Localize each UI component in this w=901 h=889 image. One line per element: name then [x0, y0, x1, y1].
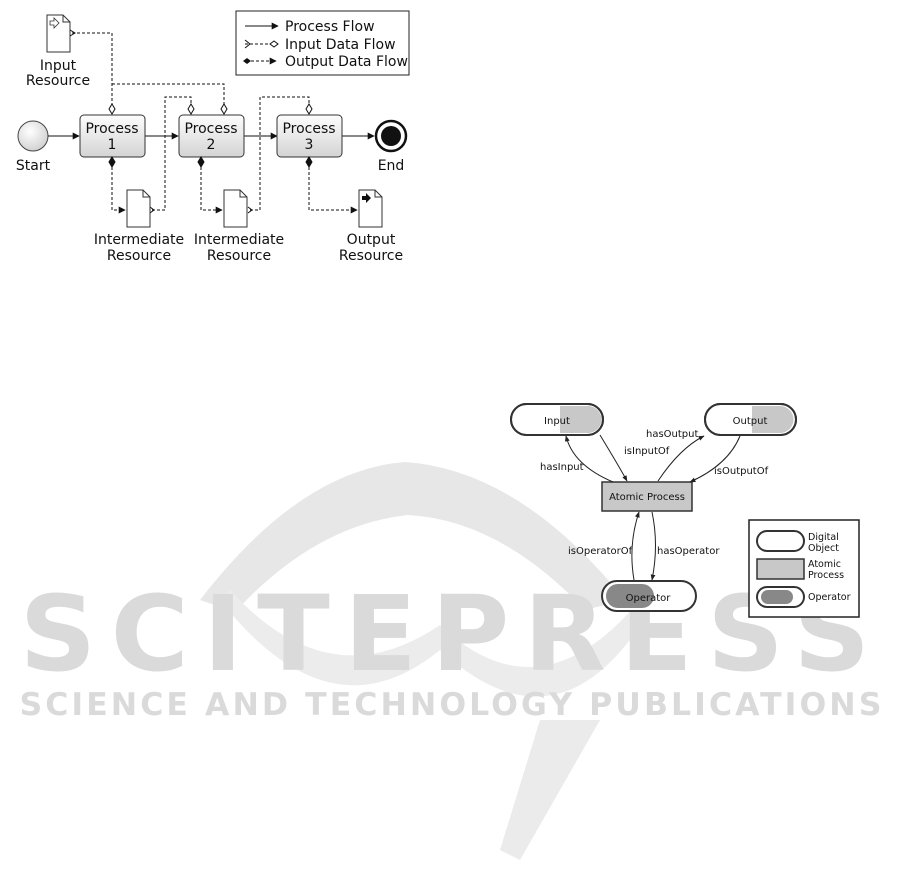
edge-has-input — [564, 435, 614, 483]
process-1-label-line1: Process — [85, 121, 138, 137]
input-resource-label-line1: Input — [40, 58, 77, 74]
output-resource-document-icon — [358, 189, 383, 228]
legend-digital-object-label-line1: Digital — [808, 532, 839, 543]
legend-output-data-flow-label: Output Data Flow — [285, 54, 408, 70]
watermark: SCITEPRESS SCIENCE AND TECHNOLOGY PUBLIC… — [20, 462, 885, 860]
has-input-label: hasInput — [540, 462, 584, 473]
legend-atomic-process-label-line1: Atomic — [808, 559, 841, 570]
process-2: Process 2 — [178, 114, 245, 158]
edge-is-operator-of — [631, 511, 640, 581]
atomic-process-node-label: Atomic Process — [609, 492, 685, 503]
intermediate-resource-2-document-icon — [223, 189, 248, 228]
legend-atomic-process-swatch — [756, 558, 805, 580]
edge-is-input-of — [599, 434, 628, 482]
process-2-label-line1: Process — [184, 121, 237, 137]
intermediate-resource-1-document-icon — [126, 189, 151, 228]
legend-digital-object-label-line2: Object — [808, 543, 839, 554]
is-input-of-label: isInputOf — [624, 446, 670, 457]
has-output-label: hasOutput — [646, 429, 698, 440]
ontology-legend: Digital Object Atomic Process Operator — [748, 519, 860, 618]
intermediate-resource-2-label-line1: Intermediate — [194, 232, 284, 248]
ontology-edges — [564, 434, 741, 581]
watermark-subtitle: SCIENCE AND TECHNOLOGY PUBLICATIONS — [20, 687, 885, 723]
legend-operator-label: Operator — [808, 592, 851, 603]
edge-is-output-of — [689, 435, 741, 483]
intermediate-input-flows — [149, 96, 313, 214]
workflow-diagram: Process Flow Input Data Flow Output Data… — [16, 10, 410, 264]
edge-has-output — [657, 435, 705, 482]
output-node-label: Output — [733, 416, 768, 427]
input-node-label: Input — [544, 416, 570, 427]
ontology-diagram: Input Output Atomic Process Operator — [510, 403, 860, 618]
watermark-logo-shape — [200, 462, 625, 612]
intermediate-resource-1-label-line2: Resource — [107, 248, 171, 264]
input-node: Input — [510, 403, 604, 436]
watermark-logo-swoosh — [220, 590, 650, 697]
operator-node-label: Operator — [626, 593, 672, 604]
legend-input-data-flow-label: Input Data Flow — [285, 37, 396, 53]
edge-has-operator — [650, 511, 656, 581]
is-operator-of-label: isOperatorOf — [568, 546, 633, 557]
start-event — [17, 120, 49, 152]
has-operator-label: hasOperator — [657, 546, 720, 557]
intermediate-resource-2-label-line2: Resource — [207, 248, 271, 264]
operator-node: Operator — [601, 580, 697, 612]
atomic-process-node: Atomic Process — [601, 481, 693, 512]
is-output-of-label: isOutputOf — [714, 466, 769, 477]
legend-output-data-flow-symbol — [243, 57, 277, 65]
legend-process-flow-label: Process Flow — [285, 19, 375, 35]
legend-atomic-process-label-line2: Process — [808, 570, 844, 581]
process-3-label-line2: 3 — [305, 137, 314, 153]
input-data-flow-to-processes — [69, 29, 228, 115]
output-node: Output — [704, 403, 797, 436]
process-1: Process 1 — [79, 114, 146, 158]
process-3-label-line1: Process — [282, 121, 335, 137]
input-resource-document-icon — [46, 14, 71, 53]
workflow-legend: Process Flow Input Data Flow Output Data… — [235, 10, 410, 76]
legend-digital-object-swatch — [756, 530, 805, 552]
end-label: End — [378, 158, 405, 174]
end-event — [374, 119, 408, 153]
process-1-label-line2: 1 — [108, 137, 117, 153]
legend-input-data-flow-symbol — [244, 39, 279, 49]
process-2-label-line2: 2 — [207, 137, 216, 153]
output-resource-label-line1: Output — [347, 232, 396, 248]
watermark-title: SCITEPRESS — [20, 573, 885, 695]
output-data-flows — [108, 156, 358, 214]
intermediate-resource-1-label-line1: Intermediate — [94, 232, 184, 248]
output-resource-label-line2: Resource — [339, 248, 403, 264]
input-resource-label-line2: Resource — [26, 73, 90, 89]
process-3: Process 3 — [276, 114, 343, 158]
watermark-logo-tail — [500, 720, 600, 860]
start-label: Start — [16, 158, 51, 174]
